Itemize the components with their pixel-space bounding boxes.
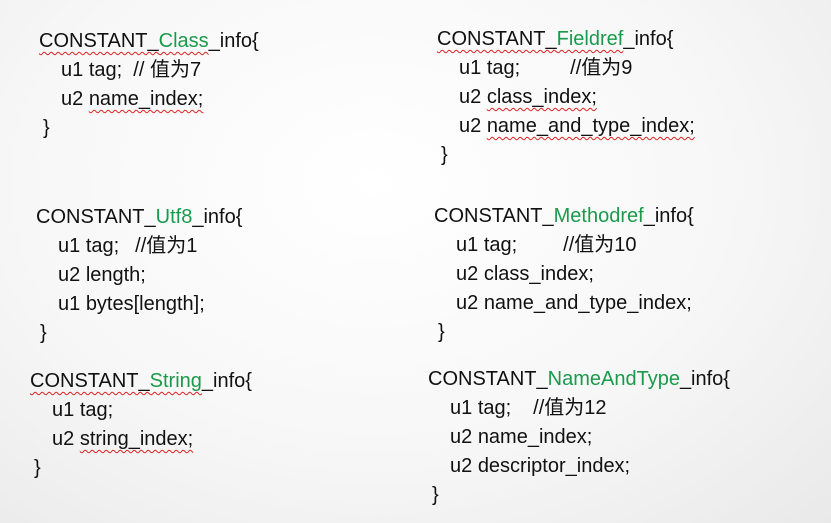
- struct-constant-nameandtype-info: CONSTANT_NameAndType_info{ u1 tag; //值为12…: [428, 365, 730, 510]
- struct-close-brace: }: [432, 484, 439, 506]
- struct-name: NameAndType: [547, 368, 680, 390]
- struct-name: Fieldref: [556, 28, 624, 50]
- struct-constant-methodref-info: CONSTANT_Methodref_info{ u1 tag; //值为10 u…: [434, 202, 694, 347]
- struct-close-brace: }: [34, 457, 41, 479]
- struct-prefix: CONSTANT_: [39, 30, 159, 52]
- field-type: u1: [58, 293, 81, 315]
- field-line: u1 tag; //值为9: [437, 54, 695, 83]
- field-line: u2 descriptor_index;: [428, 452, 730, 481]
- struct-suffix: _info{: [623, 28, 674, 50]
- struct-prefix: CONSTANT_: [434, 205, 554, 227]
- struct-name: Methodref: [553, 205, 644, 227]
- field-line: u2 name_and_type_index;: [437, 112, 695, 141]
- field-type: u1: [52, 399, 75, 421]
- field-comment: //值为9: [570, 57, 633, 79]
- field-line: u2 length;: [36, 261, 242, 290]
- struct-prefix: CONSTANT_: [437, 28, 557, 50]
- field-type: u1: [459, 57, 482, 79]
- field-type: u1: [456, 234, 479, 256]
- field-type: u2: [450, 426, 473, 448]
- field-name: name_and_type_index;: [483, 292, 692, 314]
- field-type: u1: [61, 59, 84, 81]
- struct-close-brace: }: [438, 321, 445, 343]
- field-type: u1: [58, 235, 81, 257]
- field-comment: //值为1: [135, 235, 198, 257]
- field-line: u1 tag;: [30, 396, 252, 425]
- struct-suffix: _info{: [643, 205, 694, 227]
- field-line: u2 name_and_type_index;: [434, 289, 694, 318]
- field-line: u1 tag; // 值为7: [39, 56, 259, 85]
- field-type: u2: [450, 455, 473, 477]
- field-name: name_index;: [88, 88, 204, 110]
- field-line: u2 class_index;: [437, 83, 695, 112]
- field-type: u2: [58, 264, 81, 286]
- field-name: length;: [85, 264, 146, 286]
- field-type: u2: [456, 263, 479, 285]
- field-name: tag;: [88, 59, 123, 81]
- struct-header: CONSTANT_NameAndType_info{: [428, 365, 730, 394]
- struct-close-brace: }: [441, 144, 448, 166]
- field-type: u2: [456, 292, 479, 314]
- struct-header: CONSTANT_Class_info{: [39, 27, 259, 56]
- clipped-top-text: [0, 0, 831, 4]
- struct-header: CONSTANT_Methodref_info{: [434, 202, 694, 231]
- struct-suffix: _info{: [201, 370, 252, 392]
- field-type: u2: [459, 86, 482, 108]
- struct-suffix: _info{: [679, 368, 730, 390]
- struct-constant-utf8-info: CONSTANT_Utf8_info{ u1 tag; //值为1 u2 leng…: [36, 203, 242, 348]
- field-line: u1 bytes[length];: [36, 290, 242, 319]
- struct-prefix: CONSTANT_: [30, 370, 150, 392]
- struct-close-brace: }: [40, 322, 47, 344]
- struct-name: Class: [158, 30, 209, 52]
- field-name: tag;: [477, 397, 512, 419]
- field-name: name_and_type_index;: [486, 115, 695, 137]
- field-name: tag;: [486, 57, 521, 79]
- struct-prefix: CONSTANT_: [36, 206, 156, 228]
- struct-constant-string-info: CONSTANT_String_info{ u1 tag; u2 string_…: [30, 367, 252, 483]
- field-name: tag;: [79, 399, 114, 421]
- struct-constant-class-info: CONSTANT_Class_info{ u1 tag; // 值为7 u2 n…: [39, 27, 259, 143]
- struct-suffix: _info{: [192, 206, 243, 228]
- struct-close-brace: }: [43, 117, 50, 139]
- struct-header: CONSTANT_Fieldref_info{: [437, 25, 695, 54]
- field-type: u1: [450, 397, 473, 419]
- struct-prefix: CONSTANT_: [428, 368, 548, 390]
- field-name: bytes[length];: [85, 293, 205, 315]
- struct-name: Utf8: [155, 206, 193, 228]
- field-name: tag;: [85, 235, 120, 257]
- field-line: u2 string_index;: [30, 425, 252, 454]
- field-name: tag;: [483, 234, 518, 256]
- struct-header: CONSTANT_Utf8_info{: [36, 203, 242, 232]
- struct-suffix: _info{: [208, 30, 259, 52]
- field-type: u2: [61, 88, 84, 110]
- field-line: u1 tag; //值为1: [36, 232, 242, 261]
- struct-header: CONSTANT_String_info{: [30, 367, 252, 396]
- field-name: descriptor_index;: [477, 455, 631, 477]
- field-type: u2: [52, 428, 75, 450]
- field-comment: // 值为7: [133, 59, 202, 81]
- field-line: u2 name_index;: [39, 85, 259, 114]
- field-name: class_index;: [486, 86, 597, 108]
- struct-constant-fieldref-info: CONSTANT_Fieldref_info{ u1 tag; //值为9 u2 …: [437, 25, 695, 170]
- field-name: class_index;: [483, 263, 594, 285]
- field-line: u1 tag; //值为12: [428, 394, 730, 423]
- field-comment: //值为10: [563, 234, 637, 256]
- field-line: u1 tag; //值为10: [434, 231, 694, 260]
- field-type: u2: [459, 115, 482, 137]
- field-name: string_index;: [79, 428, 194, 450]
- field-line: u2 class_index;: [434, 260, 694, 289]
- field-comment: //值为12: [533, 397, 607, 419]
- field-line: u2 name_index;: [428, 423, 730, 452]
- struct-name: String: [149, 370, 202, 392]
- field-name: name_index;: [477, 426, 593, 448]
